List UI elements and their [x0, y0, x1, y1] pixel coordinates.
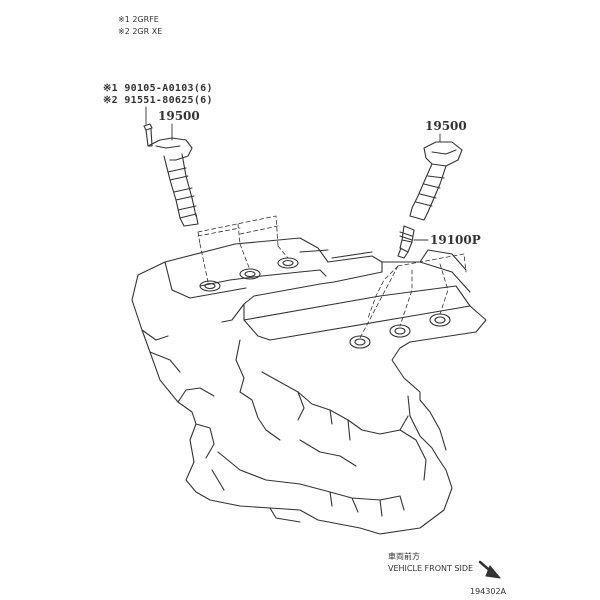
left-ignition-coil[interactable]	[143, 123, 199, 227]
engine-note-2: ※2 2GR XE	[118, 27, 163, 36]
right-bank-guides	[359, 253, 467, 339]
right-bank-plug-holes	[349, 313, 451, 349]
engine-note-1: ※1 2GRFE	[118, 15, 159, 24]
figure-id: 194302A	[470, 587, 507, 596]
spark-plug[interactable]	[397, 225, 415, 259]
vehicle-front-jp-label: 車両前方	[388, 552, 420, 561]
bolt-part-number-1[interactable]: ※1 90105-A0103(6)	[103, 83, 213, 94]
vehicle-front-arrow-icon	[478, 560, 501, 579]
bolt-part-number-2[interactable]: ※2 91551-80625(6)	[103, 95, 213, 106]
spark-plug-part-number[interactable]: 19100P	[430, 233, 481, 247]
coil-part-number-left[interactable]: 19500	[158, 109, 200, 123]
left-bank-guides	[197, 215, 289, 283]
engine-block	[131, 237, 487, 535]
right-ignition-coil[interactable]	[409, 141, 463, 221]
vehicle-front-label: VEHICLE FRONT SIDE	[388, 564, 474, 573]
left-bank-plug-holes	[199, 257, 299, 292]
coil-part-number-right[interactable]: 19500	[425, 119, 467, 133]
leader-lines	[145, 106, 441, 241]
